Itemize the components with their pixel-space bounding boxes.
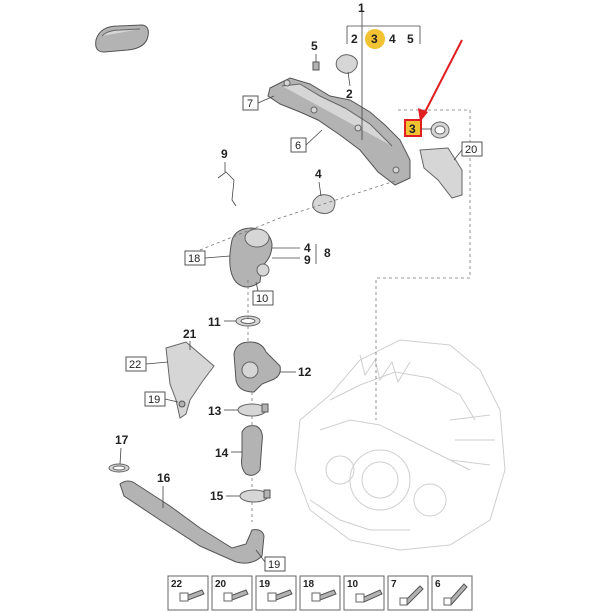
- tray-cell-6[interactable]: 6: [431, 575, 473, 611]
- bolt-5[interactable]: [312, 61, 320, 71]
- svg-text:2: 2: [346, 87, 353, 101]
- svg-text:7: 7: [247, 98, 253, 110]
- svg-text:18: 18: [188, 253, 200, 265]
- cap-plug[interactable]: [95, 24, 149, 53]
- ref-box-6[interactable]: 6: [290, 129, 323, 153]
- svg-text:16: 16: [157, 471, 171, 485]
- clip-9[interactable]: [217, 171, 237, 207]
- tray-cell-18[interactable]: 18: [299, 575, 341, 611]
- svg-text:3: 3: [409, 122, 416, 136]
- ref-box-18[interactable]: 18: [184, 250, 231, 266]
- ref-box-22[interactable]: 22: [125, 356, 169, 372]
- svg-text:4: 4: [304, 241, 311, 255]
- valve-12[interactable]: [233, 341, 281, 393]
- ref-box-19-bracket[interactable]: 19: [144, 391, 179, 407]
- svg-text:9: 9: [304, 253, 311, 267]
- svg-text:22: 22: [129, 359, 141, 371]
- svg-text:18: 18: [303, 579, 315, 590]
- ref-box-20[interactable]: 20: [453, 141, 483, 161]
- svg-text:12: 12: [298, 365, 312, 379]
- svg-text:19: 19: [259, 579, 271, 590]
- ref-box-7[interactable]: 7: [242, 95, 275, 111]
- gasket-2[interactable]: [335, 54, 358, 74]
- svg-text:21: 21: [183, 327, 197, 341]
- callout-21[interactable]: 21: [183, 327, 197, 350]
- callout-4-9-8[interactable]: 4 9 8: [272, 241, 331, 267]
- svg-text:11: 11: [208, 315, 221, 329]
- group-sub-4: 4: [389, 32, 396, 46]
- callout-11[interactable]: 11: [208, 315, 236, 329]
- svg-text:4: 4: [315, 167, 322, 181]
- svg-text:22: 22: [171, 579, 183, 590]
- group-sub-2: 2: [351, 32, 358, 46]
- ref-box-19-pipe[interactable]: 19: [255, 549, 286, 572]
- bracket-20[interactable]: [419, 147, 463, 199]
- svg-text:14: 14: [215, 446, 229, 460]
- callout-17[interactable]: 17: [115, 433, 129, 465]
- callout-9-clip[interactable]: 9: [221, 147, 228, 172]
- svg-text:6: 6: [435, 579, 441, 590]
- svg-text:20: 20: [465, 144, 477, 156]
- tray-cell-19[interactable]: 19: [255, 575, 297, 611]
- tray-cell-22[interactable]: 22: [167, 575, 209, 611]
- svg-text:7: 7: [391, 579, 397, 590]
- svg-text:10: 10: [347, 579, 359, 590]
- callout-12[interactable]: 12: [280, 365, 312, 379]
- selected-part-marker[interactable]: 3: [404, 119, 432, 137]
- callout-14[interactable]: 14: [215, 446, 242, 460]
- hose-14[interactable]: [241, 425, 263, 476]
- manifold-part[interactable]: [267, 77, 411, 186]
- svg-text:19: 19: [148, 394, 160, 406]
- coolant-pipe-16[interactable]: [119, 480, 265, 564]
- svg-text:19: 19: [268, 559, 280, 571]
- svg-text:6: 6: [295, 140, 301, 152]
- bracket-21[interactable]: [165, 341, 215, 419]
- svg-text:10: 10: [256, 293, 268, 305]
- fastener-tray: 22 20 19 18 10: [167, 575, 473, 611]
- tray-cell-20[interactable]: 20: [211, 575, 253, 611]
- group-sub-3: 3: [371, 32, 378, 46]
- svg-text:9: 9: [221, 147, 228, 161]
- tray-cell-7[interactable]: 7: [387, 575, 429, 611]
- svg-text:20: 20: [215, 579, 227, 590]
- group-sub-5: 5: [407, 32, 414, 46]
- dashed-link-upper: [199, 179, 399, 251]
- clamp-13[interactable]: [237, 403, 269, 417]
- svg-text:8: 8: [324, 246, 331, 260]
- dashed-group-bracket: [375, 109, 471, 420]
- clamp-15[interactable]: [239, 489, 271, 503]
- callout-13[interactable]: 13: [208, 404, 238, 418]
- top-group-index: 1 2 3 4 5: [346, 1, 421, 140]
- svg-text:5: 5: [311, 39, 318, 53]
- callout-16[interactable]: 16: [157, 471, 171, 508]
- ref-box-10[interactable]: 10: [252, 281, 274, 306]
- callout-15[interactable]: 15: [210, 489, 240, 503]
- svg-text:15: 15: [210, 489, 224, 503]
- svg-text:17: 17: [115, 433, 129, 447]
- o-ring-17[interactable]: [108, 463, 130, 473]
- callout-4-gasket[interactable]: 4: [315, 167, 322, 197]
- group-number: 1: [358, 1, 365, 15]
- engine-illustration: [294, 339, 506, 551]
- highlight-circle: [365, 29, 385, 49]
- thermostat-housing[interactable]: [229, 227, 273, 288]
- callout-5[interactable]: 5: [311, 39, 318, 62]
- red-pointer-arrow: [418, 39, 463, 122]
- svg-text:13: 13: [208, 404, 222, 418]
- callout-2[interactable]: 2: [346, 71, 353, 101]
- gasket-3[interactable]: [430, 121, 450, 139]
- tray-cell-10[interactable]: 10: [343, 575, 385, 611]
